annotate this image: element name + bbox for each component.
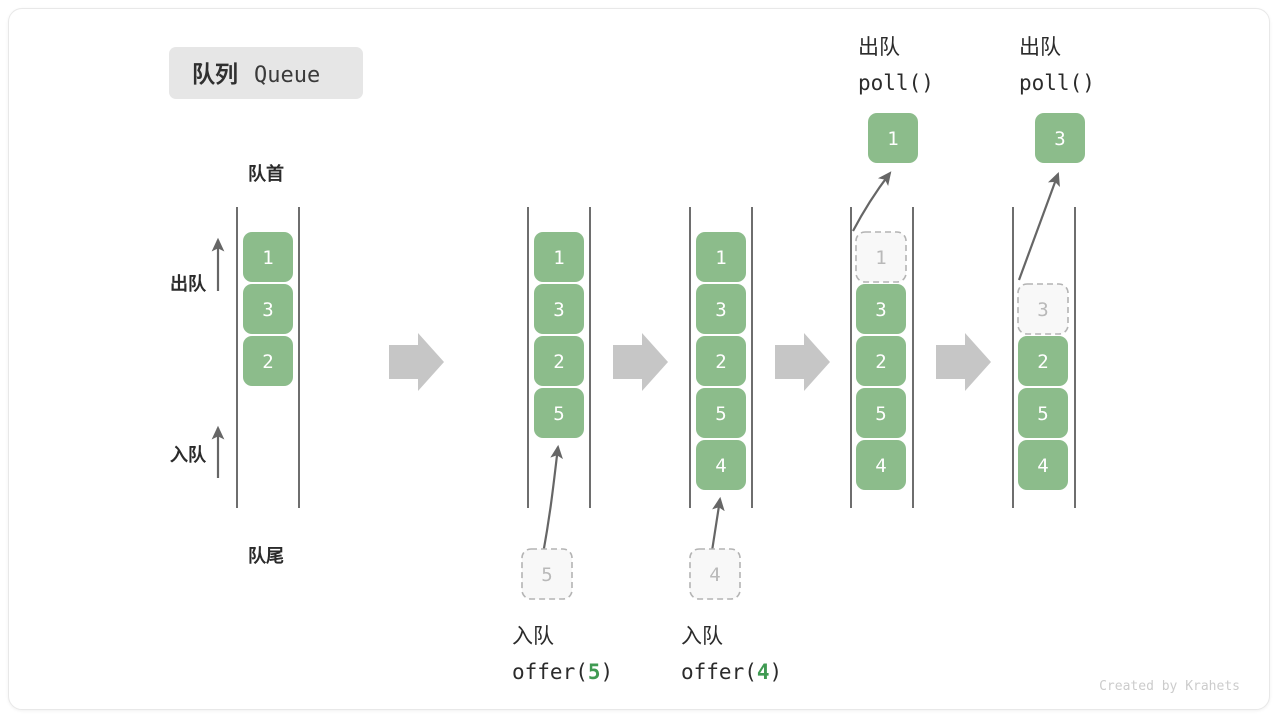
extracted-node: 1 xyxy=(868,113,918,163)
ghost-value: 4 xyxy=(709,564,720,586)
curved-up-arrow-icon xyxy=(710,496,725,552)
dequeue-direction-indicator: 出队 xyxy=(170,237,225,294)
node-value: 5 xyxy=(875,403,886,425)
queue-column-state-after-poll-1: 出队 poll() 1 1 3 2 5 xyxy=(850,36,934,508)
queue-node: 2 xyxy=(696,336,746,386)
queue-column-state-after-poll-3: 出队 poll() 3 3 2 5 4 xyxy=(1012,36,1095,508)
step-arrow-4 xyxy=(936,333,991,391)
ghost-node: 4 xyxy=(689,548,741,600)
operation-label-code: poll() xyxy=(858,71,934,95)
queue-node: 3 xyxy=(243,284,293,334)
node-value: 1 xyxy=(715,247,726,269)
queue-node: 2 xyxy=(856,336,906,386)
queue-node: 4 xyxy=(856,440,906,490)
node-value: 5 xyxy=(553,403,564,425)
node-value: 3 xyxy=(875,299,886,321)
queue-node: 2 xyxy=(1018,336,1068,386)
operation-arg: 5 xyxy=(588,660,601,684)
queue-node-new: 5 xyxy=(534,388,584,438)
right-block-arrow-icon xyxy=(389,333,444,391)
ghost-value: 1 xyxy=(875,247,886,269)
queue-node: 5 xyxy=(696,388,746,438)
queue-node: 1 xyxy=(534,232,584,282)
step-arrow-1 xyxy=(389,333,444,391)
node-value: 2 xyxy=(262,351,273,373)
right-block-arrow-icon xyxy=(613,333,668,391)
operation-label-code: offer(5) xyxy=(512,660,613,684)
queue-node: 4 xyxy=(1018,440,1068,490)
node-value: 2 xyxy=(715,351,726,373)
node-value: 5 xyxy=(715,403,726,425)
right-block-arrow-icon xyxy=(936,333,991,391)
operation-label-code: poll() xyxy=(1019,71,1095,95)
operation-arg: 4 xyxy=(757,660,770,684)
queue-node: 5 xyxy=(1018,388,1068,438)
curved-up-arrow-icon xyxy=(1017,171,1060,281)
node-value: 4 xyxy=(875,455,886,477)
node-value: 4 xyxy=(715,455,726,477)
front-label: 队首 xyxy=(248,163,284,184)
step-arrow-3 xyxy=(775,333,830,391)
node-value: 3 xyxy=(715,299,726,321)
operation-label-cn: 入队 xyxy=(512,625,554,648)
queue-column-state-after-offer-5: 1 3 2 5 5 入队 offer(5) xyxy=(512,207,613,684)
title-badge: 队列 Queue xyxy=(169,47,363,99)
ghost-value: 5 xyxy=(541,564,552,586)
operation-label-code: offer(4) xyxy=(681,660,782,684)
operation-label-cn: 出队 xyxy=(1019,36,1061,59)
credit-text: Created by Krahets xyxy=(1099,679,1240,694)
queue-node: 1 xyxy=(696,232,746,282)
queue-node: 5 xyxy=(856,388,906,438)
queue-node: 2 xyxy=(243,336,293,386)
ghost-node: 1 xyxy=(855,231,907,283)
node-value: 4 xyxy=(1037,455,1048,477)
ghost-value: 3 xyxy=(1037,299,1048,321)
enqueue-side-label: 入队 xyxy=(170,444,207,465)
right-block-arrow-icon xyxy=(775,333,830,391)
operation-label-cn: 入队 xyxy=(681,625,723,648)
node-value: 2 xyxy=(553,351,564,373)
extracted-value: 1 xyxy=(887,128,898,150)
step-arrow-2 xyxy=(613,333,668,391)
rear-label: 队尾 xyxy=(248,545,284,566)
node-value: 2 xyxy=(875,351,886,373)
queue-node-new: 4 xyxy=(696,440,746,490)
node-value: 1 xyxy=(262,247,273,269)
node-value: 5 xyxy=(1037,403,1048,425)
operation-label-cn: 出队 xyxy=(858,36,900,59)
node-value: 3 xyxy=(553,299,564,321)
title-en: Queue xyxy=(254,63,320,88)
curved-up-arrow-icon xyxy=(541,444,563,555)
ghost-node: 5 xyxy=(521,548,573,600)
queue-node: 1 xyxy=(243,232,293,282)
queue-node: 3 xyxy=(696,284,746,334)
queue-node: 2 xyxy=(534,336,584,386)
dequeue-side-label: 出队 xyxy=(170,273,207,294)
ghost-node: 3 xyxy=(1017,283,1069,335)
node-value: 1 xyxy=(553,247,564,269)
enqueue-direction-indicator: 入队 xyxy=(170,425,225,478)
title-badge-bg xyxy=(169,47,363,99)
queue-node: 3 xyxy=(534,284,584,334)
queue-column-state-after-offer-4: 1 3 2 5 4 4 入队 offe xyxy=(681,207,782,684)
queue-node: 3 xyxy=(856,284,906,334)
curved-up-arrow-icon xyxy=(852,171,892,232)
node-value: 3 xyxy=(262,299,273,321)
extracted-node: 3 xyxy=(1035,113,1085,163)
queue-column-state-initial: 1 3 2 xyxy=(236,207,300,508)
node-value: 2 xyxy=(1037,351,1048,373)
extracted-value: 3 xyxy=(1054,128,1065,150)
title-cn: 队列 xyxy=(192,61,238,87)
